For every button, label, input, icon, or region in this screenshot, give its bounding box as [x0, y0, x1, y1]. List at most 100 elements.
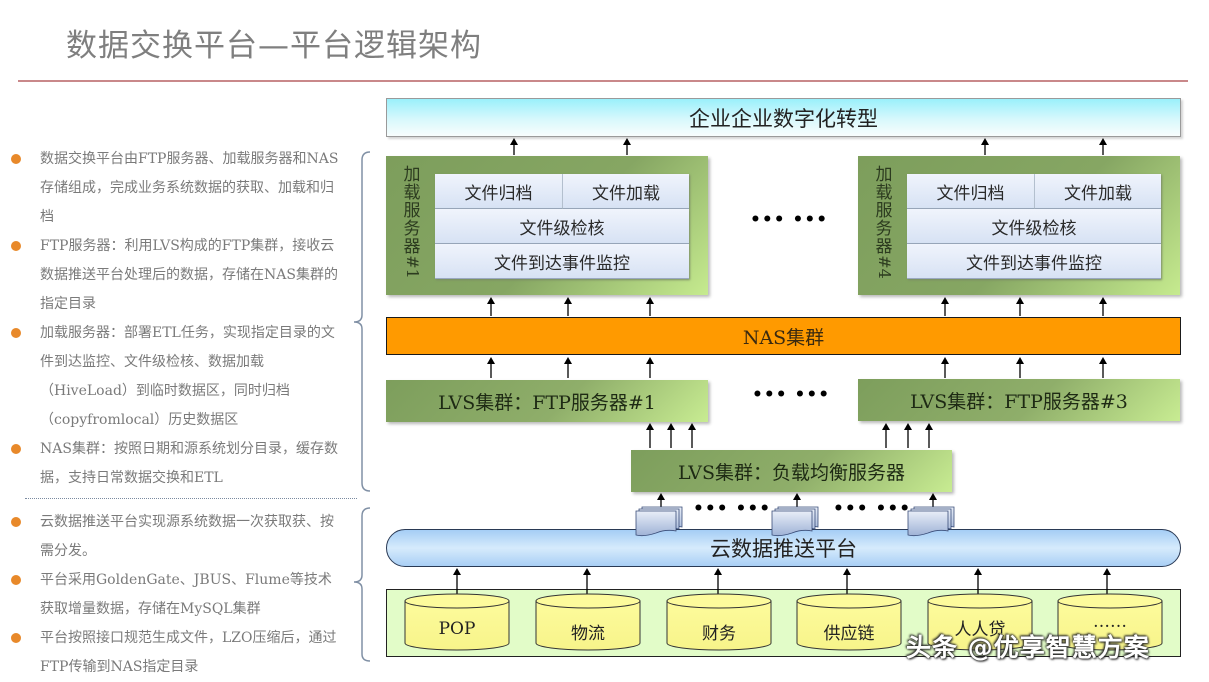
file-check-cell: 文件级检核 [435, 209, 689, 244]
arrow-head-icon [657, 493, 665, 500]
arrow-head-icon [564, 357, 572, 364]
bullet-text: 平台采用GoldenGate、JBUS、Flume等技术获取增量数据，存储在My… [40, 572, 332, 617]
ftp-server-3: LVS集群：FTP服务器#3 [858, 379, 1180, 421]
label-char: 加 [875, 165, 893, 185]
bullet-text: 加载服务器：部署ETL任务，实现指定目录的文件到达监控、文件级检核、数据加载（H… [40, 325, 335, 428]
file-check-cell: 文件级检核 [907, 209, 1161, 244]
bullet-item: 平台采用GoldenGate、JBUS、Flume等技术获取增量数据，存储在My… [8, 566, 343, 624]
file-archive-cell: 文件归档 [907, 174, 1035, 209]
arrow-head-icon [510, 138, 518, 145]
arrow-head-icon [646, 357, 654, 364]
bullet-list-cloud: 云数据推送平台实现源系统数据一次获取获、按需分发。 平台采用GoldenGate… [8, 508, 343, 682]
arrow-head-icon [1099, 297, 1107, 304]
arrow-head-icon [714, 568, 722, 575]
bullet-dot-icon [11, 444, 21, 454]
arrow-head-icon [929, 493, 937, 500]
digital-transformation-layer: 企业企业数字化转型 [386, 98, 1181, 137]
load-server-1: 加 载 服 务 器 #1 文件归档 文件加载 文件级检核 文件到达事件监控 [386, 156, 708, 295]
arrow-head-icon [882, 423, 890, 430]
arrow-head-icon [453, 568, 461, 575]
file-monitor-cell: 文件到达事件监控 [907, 244, 1161, 279]
label-char: 加 [403, 165, 421, 185]
arrow-head-icon [843, 568, 851, 575]
db-label-supply-chain: 供应链 [823, 624, 875, 644]
bullet-item: 平台按照接口规范生成文件，LZO压缩后，通过FTP传输到NAS指定目录 [8, 624, 343, 682]
db-label-renrendai: 人人贷 [954, 620, 1006, 640]
label-char: 载 [875, 183, 893, 203]
arrow-head-icon [667, 423, 675, 430]
ellipsis-cloud-left: ••• ••• [693, 499, 772, 519]
load-server-4: 加 载 服 务 器 #4 文件归档 文件加载 文件级检核 文件到达事件监控 [858, 156, 1180, 295]
label-num: #4 [875, 255, 894, 279]
arrow-head-icon [941, 297, 949, 304]
label-char: 务 [875, 219, 893, 239]
label-num: #1 [403, 255, 422, 279]
section-divider [25, 498, 357, 499]
label-char: 服 [403, 201, 421, 221]
bullet-dot-icon [11, 241, 21, 251]
arrow-head-icon [793, 493, 801, 500]
arrow-head-icon [941, 357, 949, 364]
label-char: 器 [875, 237, 893, 257]
cloud-push-platform: 云数据推送平台 [386, 529, 1181, 567]
ellipsis-load-servers: ••• ••• [750, 210, 829, 230]
bullet-text: 云数据推送平台实现源系统数据一次获取获、按需分发。 [40, 514, 334, 559]
arrow-head-icon [646, 423, 654, 430]
file-stack-icon [913, 506, 955, 533]
file-load-cell: 文件加载 [563, 174, 689, 209]
arrow-head-icon [1016, 357, 1024, 364]
file-load-cell: 文件加载 [1035, 174, 1161, 209]
bullet-item: FTP服务器：利用LVS构成的FTP集群，接收云数据推送平台处理后的数据，存储在… [8, 232, 343, 319]
arrow-head-icon [646, 297, 654, 304]
arrow-head-icon [583, 568, 591, 575]
arrow-head-icon [981, 138, 989, 145]
bullet-dot-icon [11, 154, 21, 164]
nas-cluster: NAS集群 [386, 317, 1181, 355]
load-server-label: 加 载 服 务 器 #4 [872, 165, 896, 279]
watermark: 头条 @优享智慧方案 [906, 633, 1150, 662]
arrow-head-icon [974, 568, 982, 575]
ftp-server-1: LVS集群：FTP服务器#1 [386, 380, 708, 422]
bullet-dot-icon [11, 633, 21, 643]
bullet-text: FTP服务器：利用LVS构成的FTP集群，接收云数据推送平台处理后的数据，存储在… [40, 238, 338, 312]
bullet-item: 数据交换平台由FTP服务器、加载服务器和NAS存储组成，完成业务系统数据的获取、… [8, 145, 343, 232]
arrow-head-icon [623, 138, 631, 145]
file-stack-icon [777, 506, 819, 533]
file-stack-icon [641, 506, 683, 533]
arrow-head-icon [1099, 138, 1107, 145]
db-label-finance: 财务 [702, 624, 736, 644]
arrow-head-icon [688, 423, 696, 430]
arrow-head-icon [487, 357, 495, 364]
label-char: 器 [403, 237, 421, 257]
label-char: 载 [403, 183, 421, 203]
brace-lower-icon [353, 507, 371, 662]
label-char: 服 [875, 201, 893, 221]
bullet-text: 平台按照接口规范生成文件，LZO压缩后，通过FTP传输到NAS指定目录 [40, 630, 337, 675]
load-server-label: 加 载 服 务 器 #1 [400, 165, 424, 279]
ellipsis-ftp-servers: ••• ••• [752, 385, 831, 405]
bullet-text: NAS集群：按照日期和源系统划分目录，缓存数据，支持日常数据交换和ETL [40, 441, 338, 486]
bullet-dot-icon [11, 328, 21, 338]
source-systems-panel [386, 589, 1181, 657]
bullet-item: NAS集群：按照日期和源系统划分目录，缓存数据，支持日常数据交换和ETL [8, 435, 343, 493]
arrow-head-icon [1099, 357, 1107, 364]
arrow-head-icon [487, 297, 495, 304]
bullet-item: 加载服务器：部署ETL任务，实现指定目录的文件到达监控、文件级检核、数据加载（H… [8, 319, 343, 435]
arrow-head-icon [1103, 568, 1111, 575]
bullet-text: 数据交换平台由FTP服务器、加载服务器和NAS存储组成，完成业务系统数据的获取、… [40, 151, 339, 225]
arrow-head-icon [925, 423, 933, 430]
bullet-list-exchange: 数据交换平台由FTP服务器、加载服务器和NAS存储组成，完成业务系统数据的获取、… [8, 145, 343, 493]
arrow-head-icon [904, 423, 912, 430]
db-label-pop: POP [438, 619, 476, 639]
bullet-item: 云数据推送平台实现源系统数据一次获取获、按需分发。 [8, 508, 343, 566]
load-balancer: LVS集群：负载均衡服务器 [631, 450, 952, 492]
title-divider [18, 80, 1188, 82]
bullet-dot-icon [11, 517, 21, 527]
page-title: 数据交换平台—平台逻辑架构 [66, 28, 482, 64]
brace-upper-icon [353, 151, 371, 492]
arrow-head-icon [564, 297, 572, 304]
db-label-logistics: 物流 [571, 624, 605, 644]
arrow-head-icon [1016, 297, 1024, 304]
bullet-dot-icon [11, 575, 21, 585]
label-char: 务 [403, 219, 421, 239]
